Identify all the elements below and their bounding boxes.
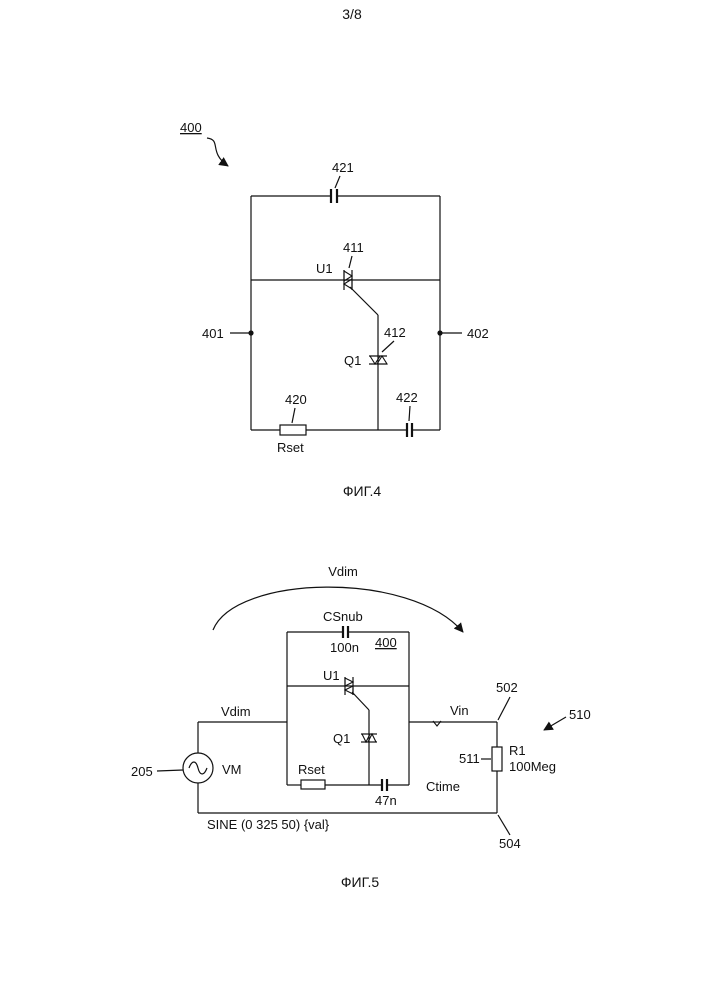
fig4-ref-421-leader [335, 176, 340, 188]
fig5-ref-205-leader [157, 770, 183, 771]
fig4-ref-400-arrow [207, 138, 228, 166]
fig4-ref-401: 401 [202, 326, 224, 341]
fig5-label-r1-value: 100Meg [509, 759, 556, 774]
fig5-label-vdim-left: Vdim [221, 704, 251, 719]
fig5-resistor-rset [301, 780, 325, 789]
fig5-resistor-r1 [492, 747, 502, 771]
fig4-ref-420-leader [292, 408, 295, 423]
fig4-caption: ФИГ.4 [343, 483, 381, 499]
fig5-wire-gate-diag [352, 692, 369, 710]
fig5-ref-502-leader [498, 697, 510, 720]
fig4-ref-411: 411 [343, 240, 364, 255]
fig5-ref-504-leader [498, 815, 510, 835]
fig5-label-vm: VM [222, 762, 242, 777]
fig5-label-ctime-value: 47n [375, 793, 397, 808]
fig5-ref-511: 511 [459, 751, 480, 766]
fig5-label-csnub: CSnub [323, 609, 363, 624]
fig4-ref-400: 400 [180, 120, 202, 135]
fig4-ref-412-leader [382, 341, 394, 352]
fig4-ref-422: 422 [396, 390, 418, 405]
fig4-ref-412: 412 [384, 325, 406, 340]
figure-5: Vdim CSnub 100n 400 U1 Q1 [131, 564, 591, 890]
fig5-label-ctime: Ctime [426, 779, 460, 794]
fig4-ref-422-leader [409, 406, 410, 421]
fig4-ref-402: 402 [467, 326, 489, 341]
fig5-label-sine: SINE (0 325 50) {val} [207, 817, 330, 832]
fig4-ref-420: 420 [285, 392, 307, 407]
fig4-label-u1: U1 [316, 261, 333, 276]
fig4-node-401 [248, 330, 253, 335]
fig5-label-vin: Vin [450, 703, 469, 718]
fig5-ref-502: 502 [496, 680, 518, 695]
fig5-ref-205: 205 [131, 764, 153, 779]
fig5-ref-510: 510 [569, 707, 591, 722]
fig5-label-csnub-value: 100n [330, 640, 359, 655]
fig5-label-r1: R1 [509, 743, 526, 758]
page-number: 3/8 [342, 6, 362, 22]
fig5-label-q1: Q1 [333, 731, 350, 746]
fig5-ref-504: 504 [499, 836, 521, 851]
fig5-label-rset: Rset [298, 762, 325, 777]
fig5-ref-510-arrow [544, 717, 566, 730]
fig5-label-vdim-top: Vdim [328, 564, 358, 579]
fig4-ref-421: 421 [332, 160, 354, 175]
fig5-label-u1: U1 [323, 668, 340, 683]
fig4-label-rset: Rset [277, 440, 304, 455]
figure-4: 400 421 411 U1 412 [180, 120, 489, 499]
fig4-node-402 [437, 330, 442, 335]
fig4-resistor-rset [280, 425, 306, 435]
fig5-ref-400: 400 [375, 635, 397, 650]
fig4-wire-gate-diag [350, 287, 378, 315]
fig5-caption: ФИГ.5 [341, 874, 379, 890]
fig4-ref-411-leader [349, 256, 352, 268]
fig4-label-q1: Q1 [344, 353, 361, 368]
